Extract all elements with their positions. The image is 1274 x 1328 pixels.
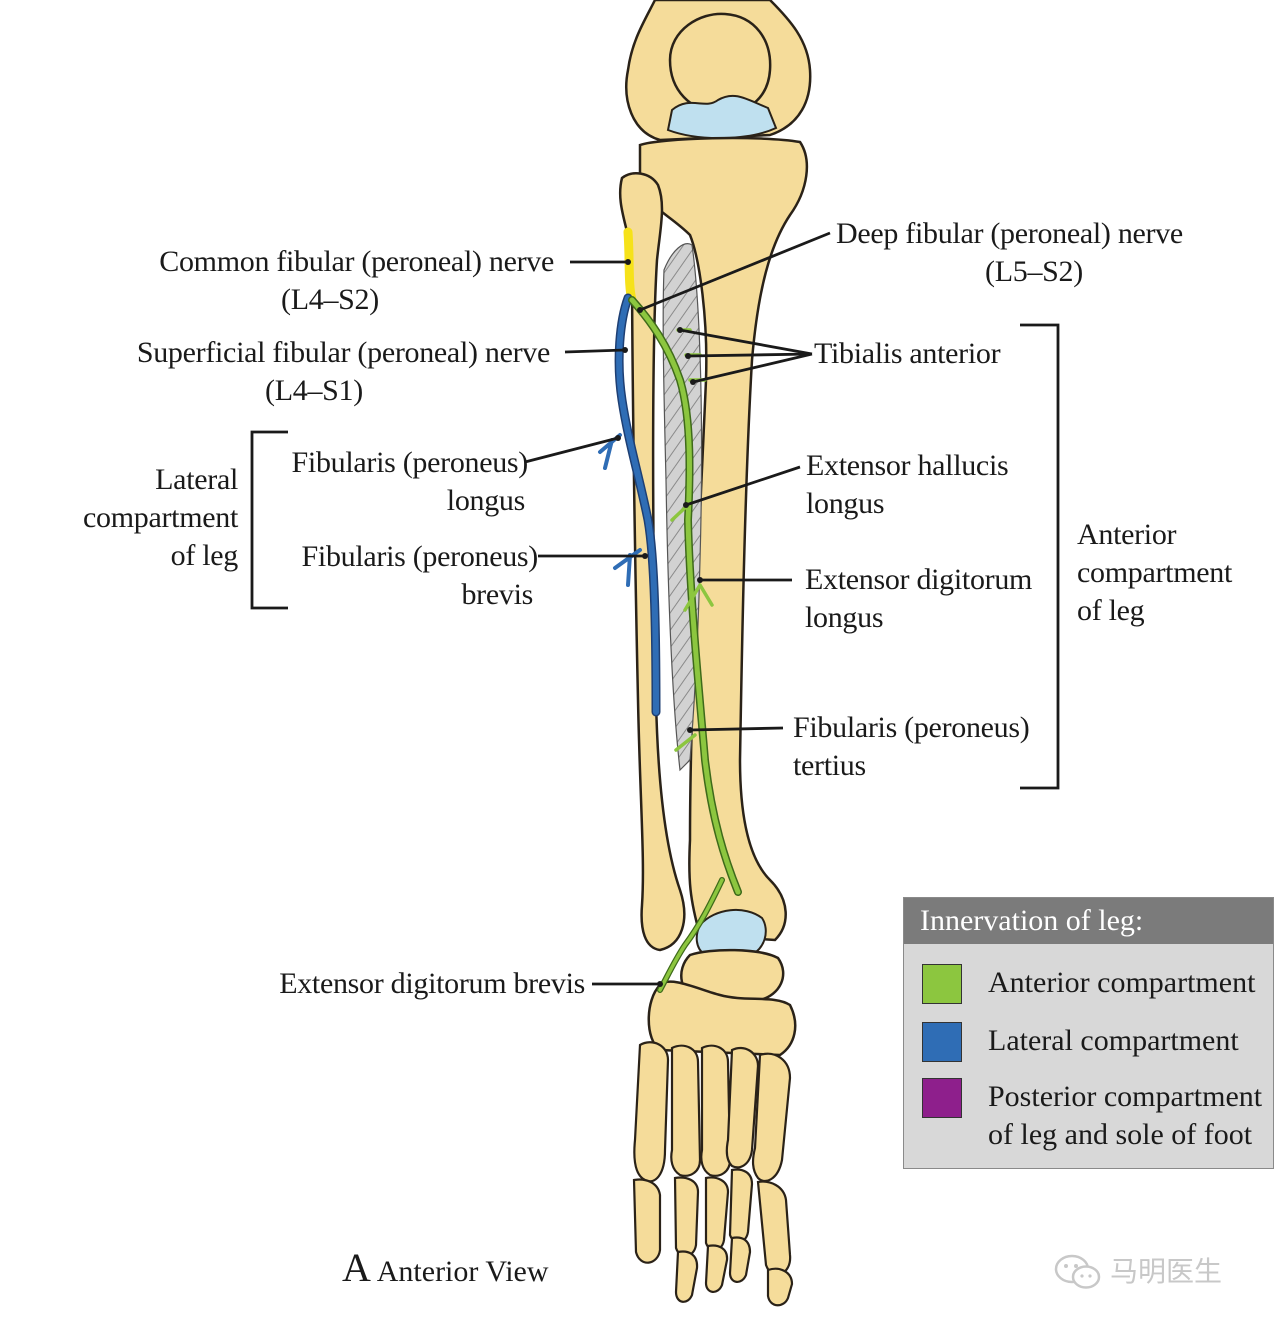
anterior-bracket [1020, 323, 1060, 790]
common-fibular-nerve [623, 227, 637, 305]
label-lateral-compartment-2: compartment [83, 501, 238, 534]
legend-swatch-anterior [922, 964, 962, 1004]
label-ext-digitorum-2: longus [805, 601, 884, 634]
label-anterior-compartment-1: Anterior [1077, 518, 1177, 551]
caption-letter: A [342, 1245, 371, 1290]
legend-title: Innervation of leg: [904, 898, 1273, 944]
label-common-fibular-roots: (L4–S2) [281, 283, 379, 316]
label-lateral-compartment-3: of leg [170, 539, 239, 572]
leader-lines [250, 231, 1060, 986]
caption-text: Anterior View [376, 1255, 549, 1288]
legend-swatch-posterior [922, 1078, 962, 1118]
legend-label-posterior-1: Posterior compartment [988, 1080, 1263, 1113]
lateral-bracket [250, 430, 288, 610]
label-deep-fibular: Deep fibular (peroneal) nerve [836, 217, 1183, 250]
label-deep-fibular-roots: (L5–S2) [985, 255, 1083, 288]
label-anterior-compartment-2: compartment [1077, 556, 1232, 589]
label-fibularis-brevis-2: brevis [461, 578, 533, 611]
legend-label-anterior: Anterior compartment [988, 966, 1256, 999]
label-superficial-fibular-roots: (L4–S1) [265, 374, 363, 407]
wechat-icon [1054, 1254, 1101, 1289]
label-common-fibular: Common fibular (peroneal) nerve [159, 245, 554, 278]
label-ext-digitorum-brevis: Extensor digitorum brevis [279, 967, 585, 1000]
legend-box: Innervation of leg: Anterior compartment… [903, 897, 1274, 1169]
label-ext-hallucis-2: longus [806, 487, 885, 520]
tibia [638, 136, 809, 942]
watermark-text: 马明医生 [1110, 1255, 1223, 1288]
legend-label-posterior-2: of leg and sole of foot [988, 1118, 1253, 1151]
label-lateral-compartment-1: Lateral [155, 463, 238, 496]
label-fibularis-brevis-1: Fibularis (peroneus) [301, 540, 539, 573]
label-fibularis-tertius-2: tertius [793, 749, 866, 782]
watermark: 马明医生 [1052, 1252, 1242, 1292]
tarsals [647, 980, 797, 1057]
label-fibularis-tertius-1: Fibularis (peroneus) [793, 711, 1030, 744]
ankle-cartilage [695, 908, 767, 956]
label-anterior-compartment-3: of leg [1077, 594, 1145, 627]
legend-label-lateral: Lateral compartment [988, 1024, 1239, 1057]
figure-caption: A Anterior View [342, 1246, 549, 1294]
label-fibularis-longus-2: longus [446, 484, 526, 517]
label-ext-hallucis-1: Extensor hallucis [806, 449, 1009, 482]
metatarsals-phalanges [632, 1041, 794, 1307]
label-tibialis-anterior: Tibialis anterior [814, 337, 1001, 370]
label-fibularis-longus-1: Fibularis (peroneus) [291, 446, 529, 479]
legend-swatch-lateral [922, 1022, 962, 1062]
label-superficial-fibular: Superficial fibular (peroneal) nerve [136, 336, 550, 369]
label-ext-digitorum-1: Extensor digitorum [805, 563, 1033, 596]
